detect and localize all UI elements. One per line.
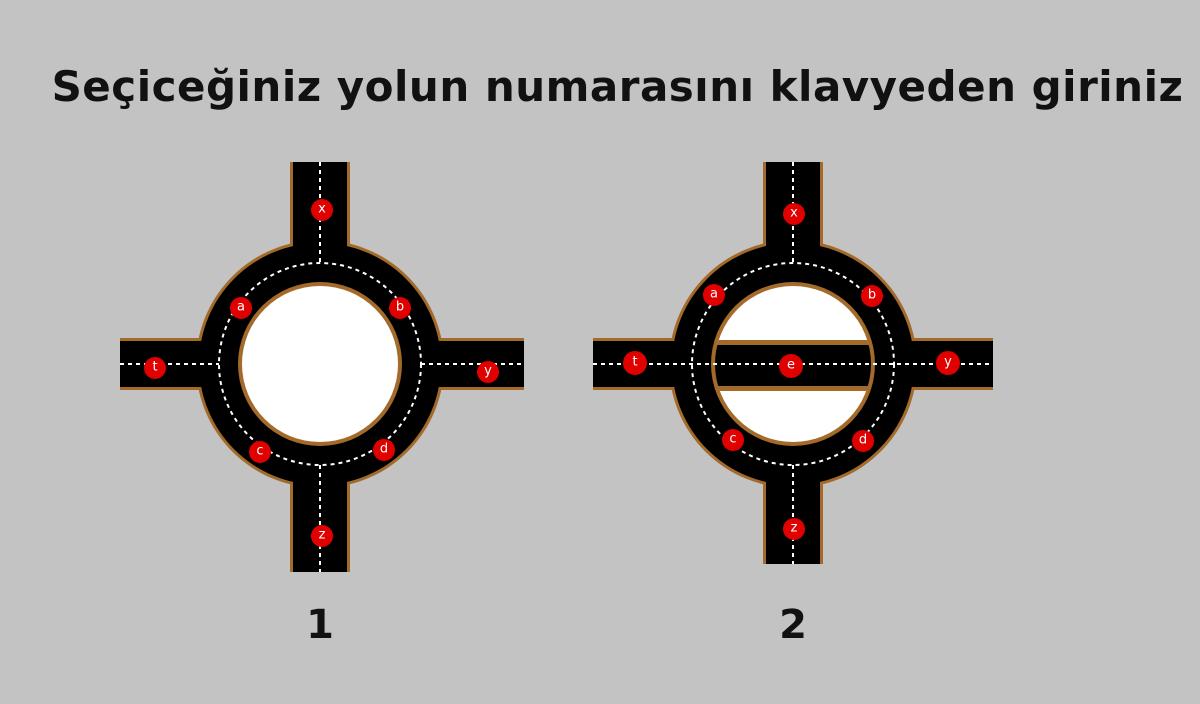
marker-z[interactable]: z	[311, 525, 333, 547]
marker-a[interactable]: a	[703, 284, 725, 306]
central-island-fill	[242, 286, 398, 442]
option-number-2: 2	[779, 602, 807, 648]
marker-e[interactable]: e	[779, 354, 803, 378]
marker-a[interactable]: a	[230, 297, 252, 319]
page-title: Seçiceğiniz yolun numarasını klavyeden g…	[51, 62, 1184, 111]
roundabout-2-diagram: x a b t e y c d	[593, 162, 993, 564]
marker-z[interactable]: z	[783, 518, 805, 540]
marker-b[interactable]: b	[861, 285, 883, 307]
marker-y[interactable]: y	[936, 351, 960, 375]
marker-a-label: a	[237, 300, 245, 315]
marker-d-label: d	[380, 442, 388, 457]
marker-d[interactable]: d	[852, 430, 874, 452]
road-option-1[interactable]: x a b t y c d z 1	[110, 160, 530, 648]
marker-x[interactable]: x	[311, 199, 333, 221]
marker-t-label: t	[152, 360, 157, 375]
marker-x-label: x	[790, 206, 798, 221]
marker-t-label: t	[632, 355, 637, 370]
marker-c-label: c	[256, 444, 263, 459]
marker-t[interactable]: t	[144, 357, 166, 379]
marker-d[interactable]: d	[373, 439, 395, 461]
marker-b-label: b	[396, 300, 404, 315]
central-island-halves	[715, 286, 871, 442]
marker-y-label: y	[484, 364, 492, 379]
marker-c[interactable]: c	[722, 429, 744, 451]
marker-t[interactable]: t	[623, 351, 647, 375]
road-option-2[interactable]: x a b t e y c d	[583, 160, 1003, 648]
marker-x[interactable]: x	[783, 203, 805, 225]
marker-y[interactable]: y	[477, 361, 499, 383]
roundabout-1-diagram: x a b t y c d z	[120, 162, 524, 572]
marker-a-label: a	[710, 287, 718, 302]
marker-b[interactable]: b	[389, 297, 411, 319]
marker-e-label: e	[787, 358, 795, 373]
marker-z-label: z	[791, 521, 798, 536]
marker-d-label: d	[859, 433, 867, 448]
marker-y-label: y	[944, 355, 952, 370]
marker-b-label: b	[868, 288, 876, 303]
marker-x-label: x	[318, 202, 326, 217]
option-number-1: 1	[306, 602, 334, 648]
marker-z-label: z	[319, 528, 326, 543]
marker-c[interactable]: c	[249, 441, 271, 463]
marker-c-label: c	[729, 432, 736, 447]
